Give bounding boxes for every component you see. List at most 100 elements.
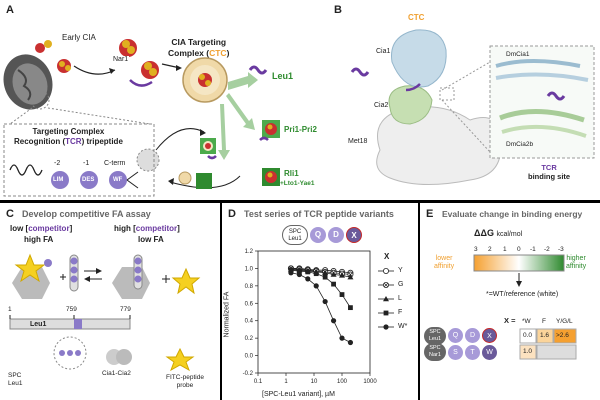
panel-c-art (9, 253, 201, 372)
early-cia-label: Early CIA (62, 33, 96, 42)
spc-label: SPC Leu1 (8, 372, 22, 387)
pep-x: X (346, 227, 362, 243)
row1-val-w: 0.0 (523, 332, 533, 339)
data-point-w (322, 298, 328, 305)
low-competitor-label: low [competitor] (10, 225, 72, 233)
rli1-label: Rli1 (284, 169, 299, 178)
data-point-l (347, 274, 354, 280)
x-axis-label: [SPC-Leu1 variant], µM (262, 391, 335, 398)
panel-d-heading: Test series of TCR peptide variants (244, 209, 394, 219)
panel-c-heading: Develop competitive FA assay (22, 209, 151, 219)
row1-pep-d: D (465, 328, 480, 343)
row1-badge-line1: SPC (429, 329, 441, 335)
tick-3: 3 (474, 246, 478, 253)
ctc-title: CIA Targeting Complex (CTC) (168, 38, 229, 57)
tcr-site-line2: binding site (528, 171, 571, 181)
higher-affinity-line1: higher (566, 255, 586, 262)
data-point-l (322, 269, 329, 275)
legend-marker-l (383, 296, 389, 302)
row2-badge-line2: Nar1 (429, 351, 441, 358)
dmcia2b-label: DmCia2b (506, 141, 534, 148)
leu1-bar-label: Leu1 (30, 321, 47, 328)
y-tick-label: 0.6 (245, 301, 254, 307)
high-bracket: ] (177, 224, 180, 233)
data-point-f (322, 274, 328, 280)
ddg-title: ΔΔG kcal/mol (474, 228, 522, 239)
data-point-f (296, 268, 302, 274)
legend-title: X (384, 252, 390, 261)
x-tick-label: 100 (337, 379, 348, 385)
tcr-title-prefix: Recognition ( (14, 137, 66, 146)
wt-note: *=WT/reference (white) (486, 291, 559, 298)
legend-l: L (398, 295, 402, 302)
ctc-title-suffix: ) (226, 47, 230, 58)
panel-d-letter: D (228, 208, 236, 220)
tick-1: 1 (503, 246, 507, 253)
chart-marks (287, 265, 394, 346)
data-point-f (288, 267, 294, 273)
pep-q: Q (310, 227, 326, 243)
leu1-bar (9, 318, 131, 330)
row2-pep-w: W (482, 345, 497, 360)
tcr-title-line2: Recognition (TCR) tripeptide (14, 138, 123, 146)
legend-y: Y (398, 267, 403, 274)
bar-n1-label: 759 (66, 306, 77, 313)
panel-e: E Evaluate change in binding energy ΔΔG … (420, 203, 600, 400)
tcr-box-title: Targeting Complex Recognition (TCR) trip… (14, 128, 123, 146)
spc-label-text: SPC (8, 372, 22, 379)
higher-affinity: higher affinity (566, 255, 586, 270)
col-f: F (542, 318, 546, 325)
data-point-w (288, 270, 294, 276)
panel-b-art (350, 29, 595, 185)
row1-val-ygl: >2.6 (556, 332, 569, 339)
x-tick-label: 1000 (363, 379, 377, 385)
panel-a-art (3, 39, 280, 197)
data-point-l (330, 271, 337, 277)
res-label-minus1: -1 (83, 160, 90, 167)
x-tick-label: 10 (311, 379, 318, 385)
tcr-title-line1: Targeting Complex (32, 127, 105, 136)
cia2-label: Cia2 (374, 102, 389, 109)
data-point-w (330, 318, 337, 324)
tcr-site-line1: TCR (541, 163, 557, 172)
ddg-symbol: ΔΔG (474, 228, 494, 238)
data-point-f (313, 271, 319, 277)
data-point-w (313, 283, 319, 289)
y-tick-label: -0.2 (243, 371, 254, 377)
y-axis-label: Normalized FA (223, 291, 231, 338)
ddg-color-scale (473, 254, 565, 272)
cia-complex-icon (12, 267, 50, 299)
panel-e-art (473, 254, 577, 360)
probe-label-line1: FITC-peptide (166, 374, 204, 381)
legend-marker-y (382, 268, 389, 275)
met18-label: Met18 (348, 138, 368, 145)
bar-n2-label: 779 (120, 306, 131, 313)
x-tick-label: 0.1 (254, 379, 263, 385)
cia1-label: Cia1 (376, 48, 391, 55)
y-tick-label: 0.4 (245, 319, 254, 325)
lower-affinity: lower affinity (434, 255, 454, 270)
low-bracket: ] (69, 224, 73, 233)
ctc-abbr: CTC (209, 47, 227, 58)
low-fa-label: low FA (138, 235, 164, 244)
peptide-badge: SPC Leu1 Q D X (282, 225, 374, 245)
tcr-title-suffix: ) tripeptide (81, 137, 123, 146)
row2-pep-s: S (448, 345, 463, 360)
spc-badge: SPC Leu1 (282, 225, 308, 245)
y-tick-label: 1.0 (245, 266, 254, 272)
res-label-cterm: C-term (104, 160, 126, 167)
y-tick-label: 0.8 (245, 284, 254, 290)
y-tick-label: 0.2 (245, 336, 254, 342)
cia1-surface (391, 29, 447, 88)
panel-e-letter: E (426, 208, 434, 220)
dmcia1-label: DmCia1 (506, 51, 530, 58)
cia-label: Cia1-Cia2 (102, 370, 131, 377)
panel-a: A Early CIA Nar1 CIA Targeting Complex (… (0, 0, 330, 200)
lower-affinity-line2: affinity (434, 263, 455, 270)
data-point-w (347, 339, 354, 346)
low-prefix: low [ (10, 224, 29, 233)
legend-marker-f (383, 310, 389, 316)
